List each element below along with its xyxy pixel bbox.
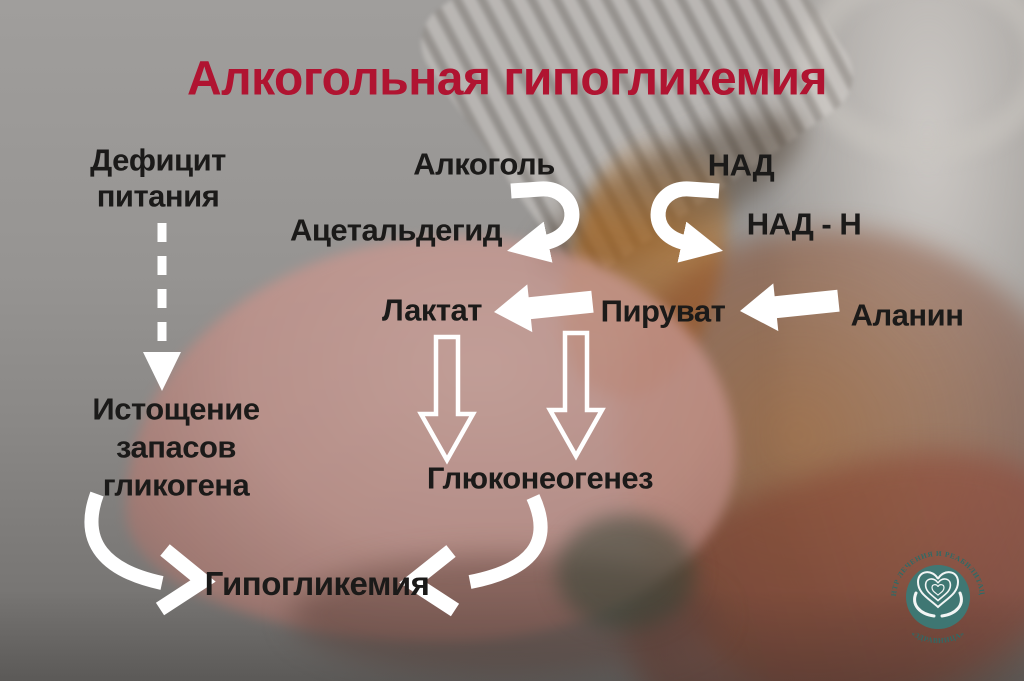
node-alcohol: Алкоголь: [413, 146, 555, 182]
arrow-pyruvate-to-lactate: [494, 284, 594, 333]
uturn-arrow-nad-to-nadh: [650, 181, 723, 263]
node-glycogen-depletion-line3: гликогена: [102, 466, 250, 502]
node-pyruvate: Пируват: [600, 293, 726, 329]
node-hypoglycemia: Гипогликемия: [204, 565, 430, 603]
logo-hands-icon: [913, 591, 963, 618]
node-alanine: Аланин: [850, 297, 964, 333]
node-gluconeogenesis: Глюконеогенез: [426, 460, 654, 496]
node-nutrition-deficit-line2: питания: [96, 178, 220, 213]
page-title: Алкогольная гипогликемия: [186, 52, 828, 106]
node-lactate: Лактат: [382, 292, 482, 328]
node-nadh: НАД - Н: [746, 206, 862, 242]
node-nutrition-deficit-line1: Дефицит: [90, 142, 226, 178]
node-glycogen-depletion: Истощение запасов гликогена: [92, 390, 260, 503]
node-nad: НАД: [707, 147, 775, 183]
curved-arrow-glycogen-to-hypoglycemia: [84, 491, 216, 616]
node-nutrition-deficit: Дефицит питания: [90, 142, 226, 213]
node-acetaldehyde: Ацетальдегид: [289, 212, 503, 248]
down-arrow-pyruvate-to-gluconeogenesis: [546, 330, 606, 461]
node-glycogen-depletion-line2: запасов: [116, 429, 236, 465]
down-arrow-lactate-to-gluconeogenesis: [417, 334, 477, 465]
arrow-alanine-to-pyruvate: [740, 283, 840, 332]
gallbladder-image: [556, 515, 696, 630]
uturn-arrow-alcohol-to-acetaldehyde: [507, 181, 580, 263]
logo-fingerprint-heart-icon: [916, 571, 960, 609]
node-glycogen-depletion-line1: Истощение: [92, 391, 260, 427]
logo-arc-text-bottom: «ЗДРАВНИЦА»: [910, 629, 966, 645]
dashed-arrow-deficit-to-glycogen: [143, 223, 181, 391]
curved-arrow-gluconeogenesis-to-hypoglycemia: [399, 494, 548, 617]
